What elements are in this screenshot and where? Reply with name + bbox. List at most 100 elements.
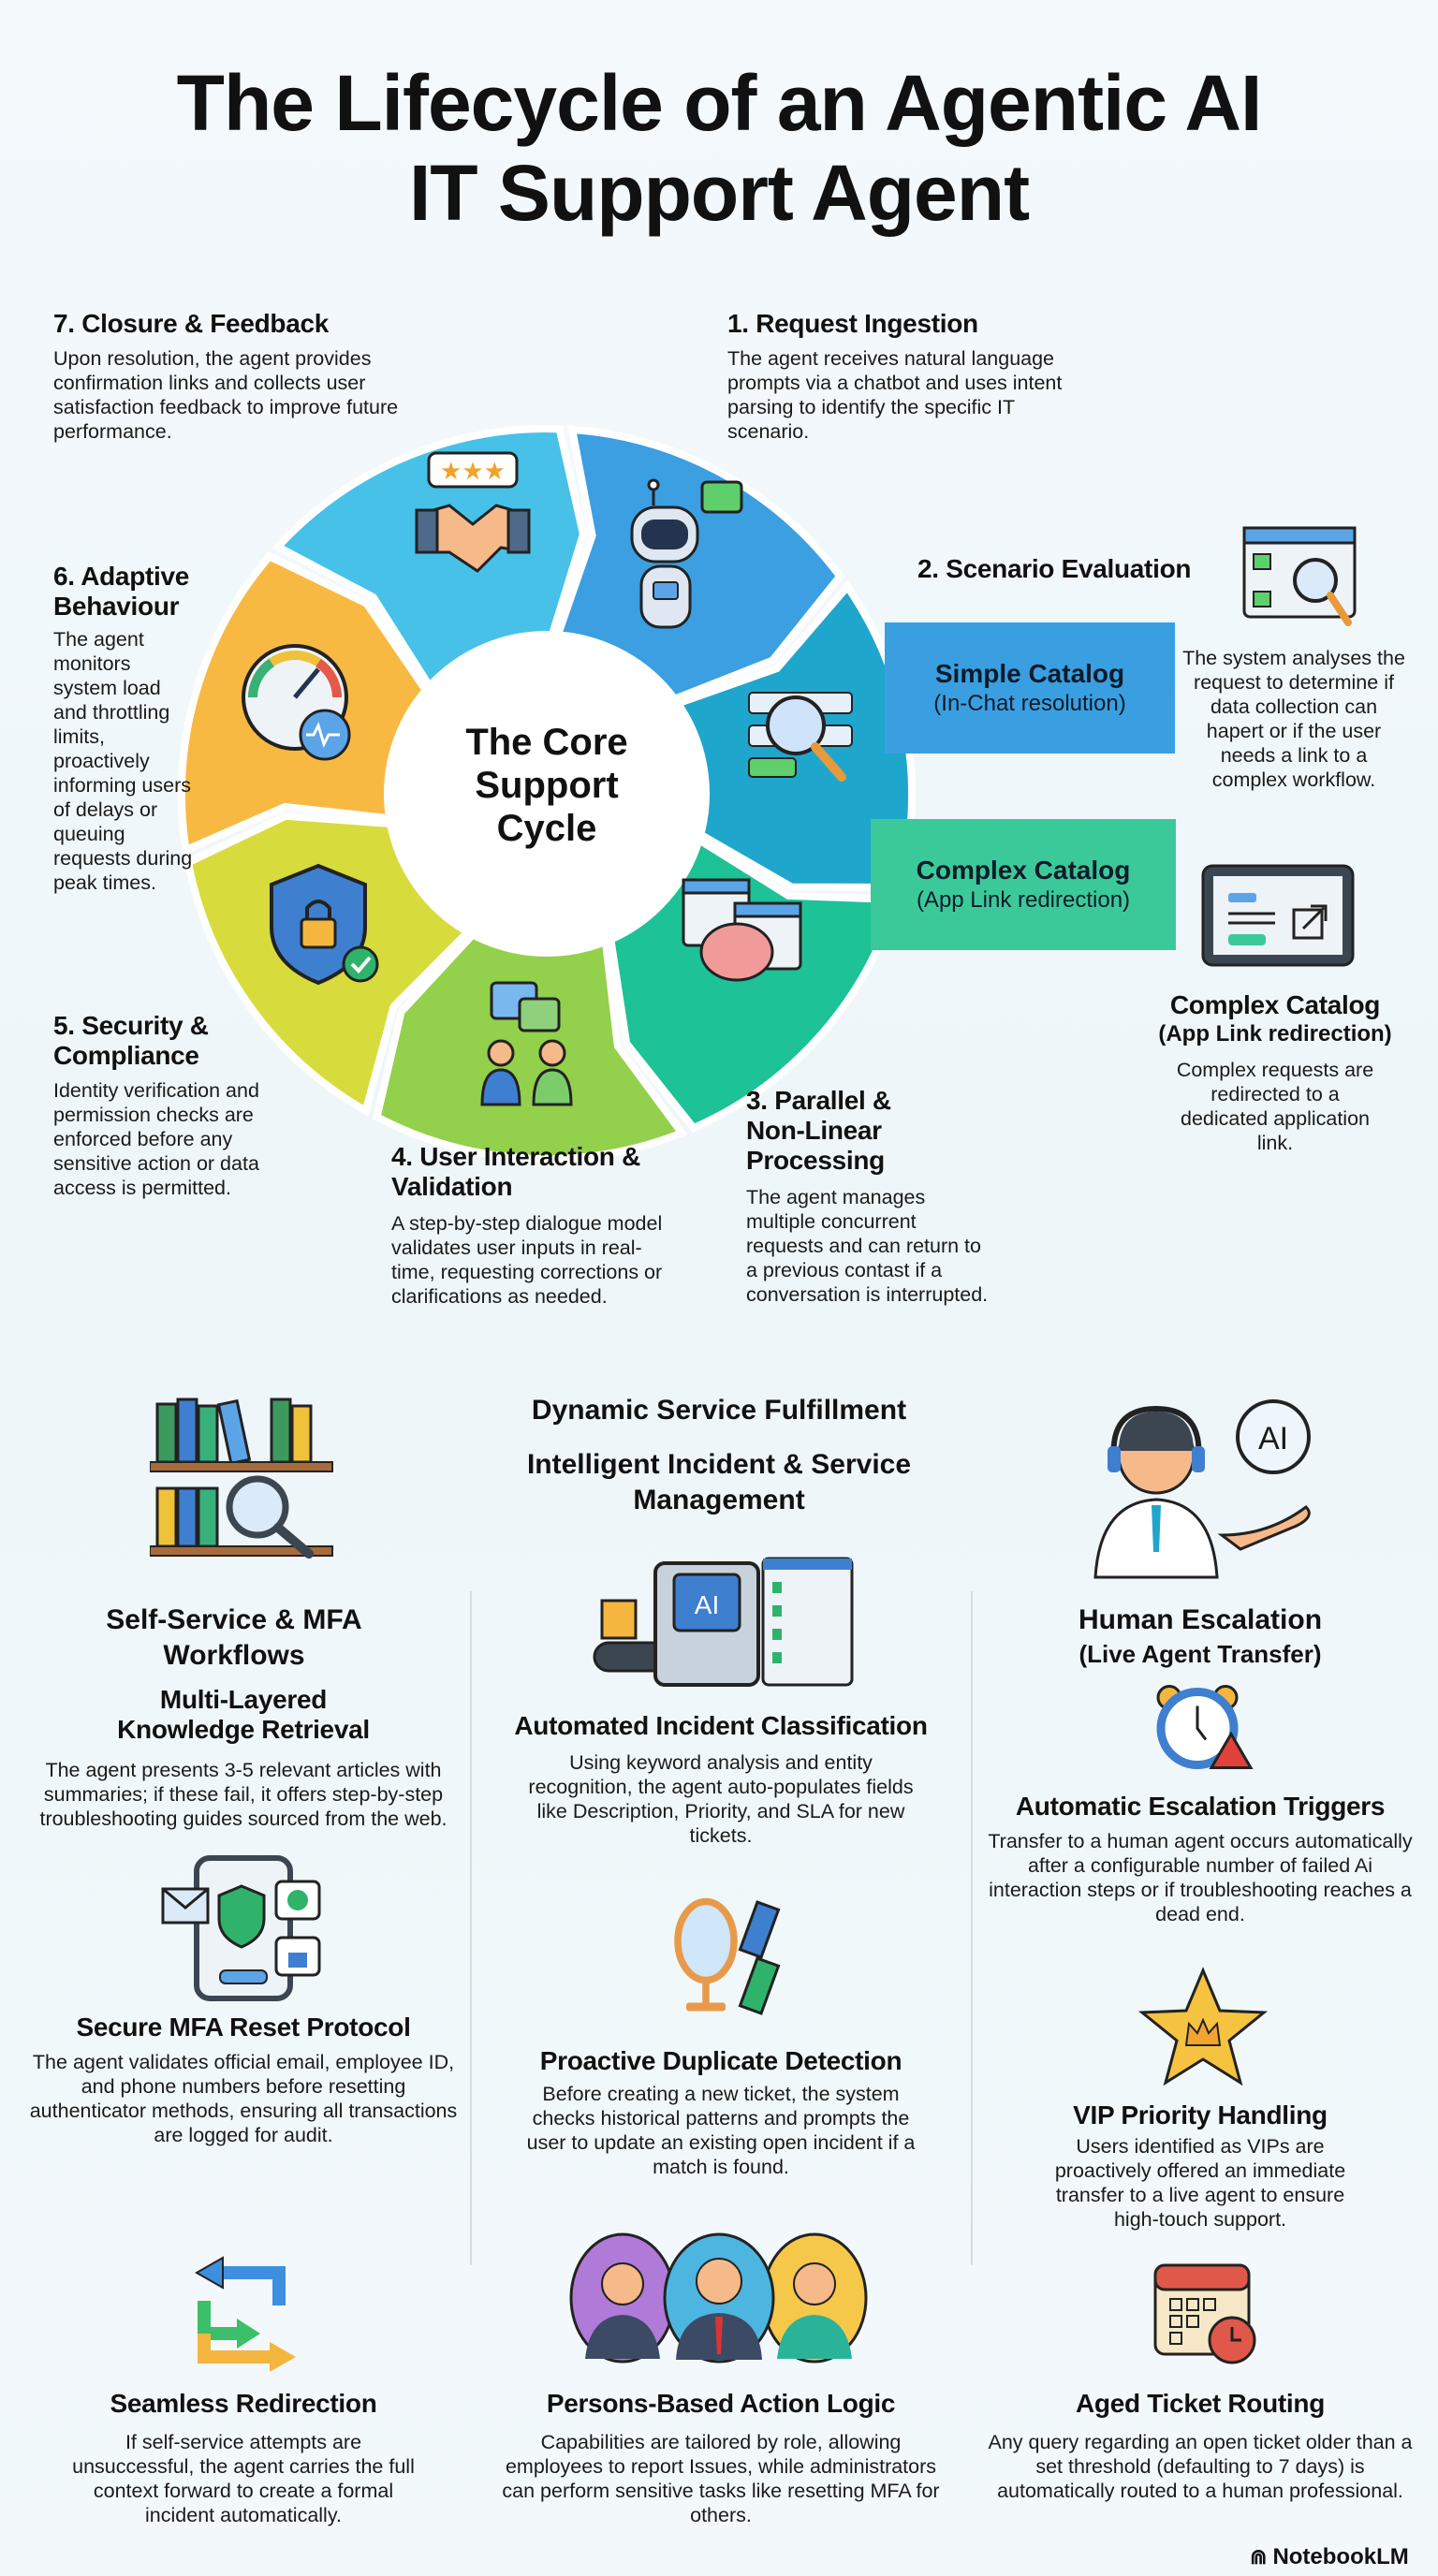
feature-title: Aged Ticket Routing	[1075, 2389, 1325, 2418]
complex-catalog-side: Complex Catalog (App Link redirection) C…	[1144, 990, 1406, 1155]
app-link-tablet-icon	[1201, 864, 1355, 967]
feature-vip-handling: VIP Priority Handling Users identified a…	[985, 2100, 1416, 2232]
scenario-analysis-icon	[1242, 526, 1357, 626]
feature-mfa-reset: Secure MFA Reset Protocol The agent vali…	[28, 2012, 459, 2147]
cycle-center-label: The Core Support Cycle	[406, 721, 687, 850]
step-title: 3. Parallel & Non-Linear Processing	[746, 1086, 891, 1175]
step-3-parallel: 3. Parallel & Non-Linear Processing The …	[746, 1086, 999, 1307]
side-subtitle: (App Link redirection)	[1158, 1021, 1392, 1046]
step-title: 6. Adaptive Behaviour	[53, 562, 190, 621]
catalog-subtitle: (App Link redirection)	[916, 887, 1131, 913]
feature-knowledge-retrieval: Multi-Layered Knowledge Retrieval The ag…	[28, 1685, 459, 1831]
handshake-rating-icon: ★★★	[415, 451, 531, 573]
step-text: Upon resolution, the agent provides conf…	[53, 347, 399, 443]
right-subheading: (Live Agent Transfer)	[1078, 1640, 1322, 1668]
feature-text: Users identified as VIPs are proactively…	[1054, 2135, 1346, 2231]
step-7-closure: 7. Closure & Feedback Upon resolution, t…	[53, 309, 465, 444]
feature-text: If self-service attempts are unsuccessfu…	[72, 2431, 415, 2526]
step-title: 7. Closure & Feedback	[53, 309, 330, 338]
performance-gauge-icon	[242, 644, 351, 761]
ai-incident-conveyor-icon: AI	[593, 1557, 854, 1687]
center-column-heading: Intelligent Incident & Service Managemen…	[526, 1449, 912, 1515]
column-divider	[971, 1591, 973, 2265]
feature-title: Proactive Duplicate Detection	[539, 2046, 902, 2075]
feature-text: Using keyword analysis and entity recogn…	[528, 1751, 914, 1847]
title-line-1: The Lifecycle of an Agentic AI	[176, 59, 1263, 147]
feature-title: Multi-Layered Knowledge Retrieval	[117, 1685, 370, 1744]
center-line: Support	[475, 765, 619, 806]
simple-catalog-box: Simple Catalog (In-Chat resolution)	[885, 622, 1175, 754]
right-column-heading: Human Escalation (Live Agent Transfer)	[994, 1603, 1406, 1670]
feature-text: Any query regarding an open ticket older…	[988, 2431, 1413, 2502]
step-1-request-ingestion: 1. Request Ingestion The agent receives …	[727, 309, 1097, 444]
fulfillment-heading: Dynamic Service Fulfillment	[531, 1395, 907, 1426]
feature-text: Transfer to a human agent occurs automat…	[988, 1830, 1413, 1925]
step-text: The agent manages multiple concurrent re…	[746, 1186, 989, 1306]
feature-title: Persons-Based Action Logic	[546, 2389, 896, 2418]
redirect-arrows-icon	[194, 2256, 296, 2371]
alarm-clock-warning-icon	[1156, 1685, 1254, 1769]
right-heading: Human Escalation	[1078, 1604, 1323, 1635]
cycle-segment-7	[271, 425, 588, 693]
step-2-text: The system analyses the request to deter…	[1182, 647, 1405, 791]
complex-catalog-box: Complex Catalog (App Link redirection)	[871, 819, 1176, 950]
catalog-title: Simple Catalog	[934, 659, 1125, 688]
feature-text: The agent presents 3-5 relevant articles…	[39, 1759, 448, 1830]
search-entries-icon	[748, 692, 853, 782]
calendar-clock-icon	[1153, 2263, 1256, 2364]
page-title: The Lifecycle of an Agentic AI IT Suppor…	[0, 58, 1438, 238]
feature-title: Secure MFA Reset Protocol	[76, 2012, 411, 2042]
feature-text: Before creating a new ticket, the system…	[526, 2083, 916, 2178]
step-text: Identity verification and permission che…	[53, 1079, 259, 1199]
center-line: Cycle	[496, 808, 597, 849]
catalog-subtitle: (In-Chat resolution)	[933, 691, 1126, 716]
step-title: 1. Request Ingestion	[727, 309, 978, 338]
step-6-adaptive: 6. Adaptive Behaviour The agent monitors…	[53, 562, 217, 895]
center-line: The Core	[465, 722, 628, 763]
notebooklm-logo-icon: ⋒	[1250, 2545, 1268, 2569]
feature-seamless-redirection: Seamless Redirection If self-service att…	[28, 2389, 459, 2527]
step-title: 5. Security & Compliance	[53, 1011, 209, 1070]
feature-text: The agent validates official email, empl…	[29, 2051, 458, 2146]
ai-badge-label: AI	[1258, 1421, 1288, 1456]
robot-chatbot-icon	[630, 478, 743, 629]
step-text: A step-by-step dialogue model validates …	[391, 1212, 663, 1308]
duplicate-mirror-icon	[674, 1897, 781, 2015]
step-title: 4. User Interaction & Validation	[391, 1142, 641, 1201]
step-text: The agent monitors system load and throt…	[53, 628, 193, 894]
personas-icon	[569, 2232, 868, 2364]
catalog-title: Complex Catalog	[916, 856, 1131, 885]
ai-chip-label: AI	[695, 1590, 719, 1619]
books-magnifier-icon	[150, 1398, 333, 1559]
feature-title: Automated Incident Classification	[514, 1711, 928, 1740]
brain-windows-icon	[682, 878, 802, 982]
notebooklm-brand: ⋒ NotebookLM	[1250, 2544, 1409, 2570]
brand-label: NotebookLM	[1272, 2544, 1409, 2569]
side-text: Complex requests are redirected to a ded…	[1176, 1059, 1374, 1154]
side-title: Complex Catalog	[1169, 990, 1381, 1019]
column-divider	[470, 1591, 472, 2265]
svg-text:★★★: ★★★	[440, 457, 506, 485]
vip-star-crown-icon	[1137, 1967, 1269, 2086]
step-2-title: 2. Scenario Evaluation	[917, 554, 1192, 583]
cycle-segment-1	[552, 425, 845, 704]
feature-escalation-triggers: Automatic Escalation Triggers Transfer t…	[985, 1792, 1416, 1926]
feature-text: Capabilities are tailored by role, allow…	[502, 2431, 940, 2526]
feature-incident-classification: Automated Incident Classification Using …	[487, 1711, 955, 1848]
live-agent-headset-icon: AI	[1093, 1399, 1311, 1579]
feature-aged-ticket-routing: Aged Ticket Routing Any query regarding …	[985, 2389, 1416, 2503]
title-line-2: IT Support Agent	[408, 149, 1030, 237]
step-4-user-interaction: 4. User Interaction & Validation A step-…	[391, 1142, 672, 1309]
mfa-phone-icon	[161, 1855, 321, 2001]
feature-title: Automatic Escalation Triggers	[1015, 1792, 1386, 1821]
feature-persona-logic: Persons-Based Action Logic Capabilities …	[487, 2389, 955, 2527]
feature-title: VIP Priority Handling	[1073, 2100, 1328, 2130]
conversation-people-icon	[480, 981, 573, 1106]
feature-title: Seamless Redirection	[110, 2389, 377, 2418]
step-text: The agent receives natural language prom…	[727, 347, 1063, 443]
step-5-security: 5. Security & Compliance Identity verifi…	[53, 1011, 315, 1200]
cycle-center-circle	[391, 638, 702, 949]
feature-duplicate-detection: Proactive Duplicate Detection Before cre…	[487, 2046, 955, 2179]
cycle-segment-4	[373, 929, 688, 1163]
security-shield-lock-icon	[270, 863, 379, 986]
